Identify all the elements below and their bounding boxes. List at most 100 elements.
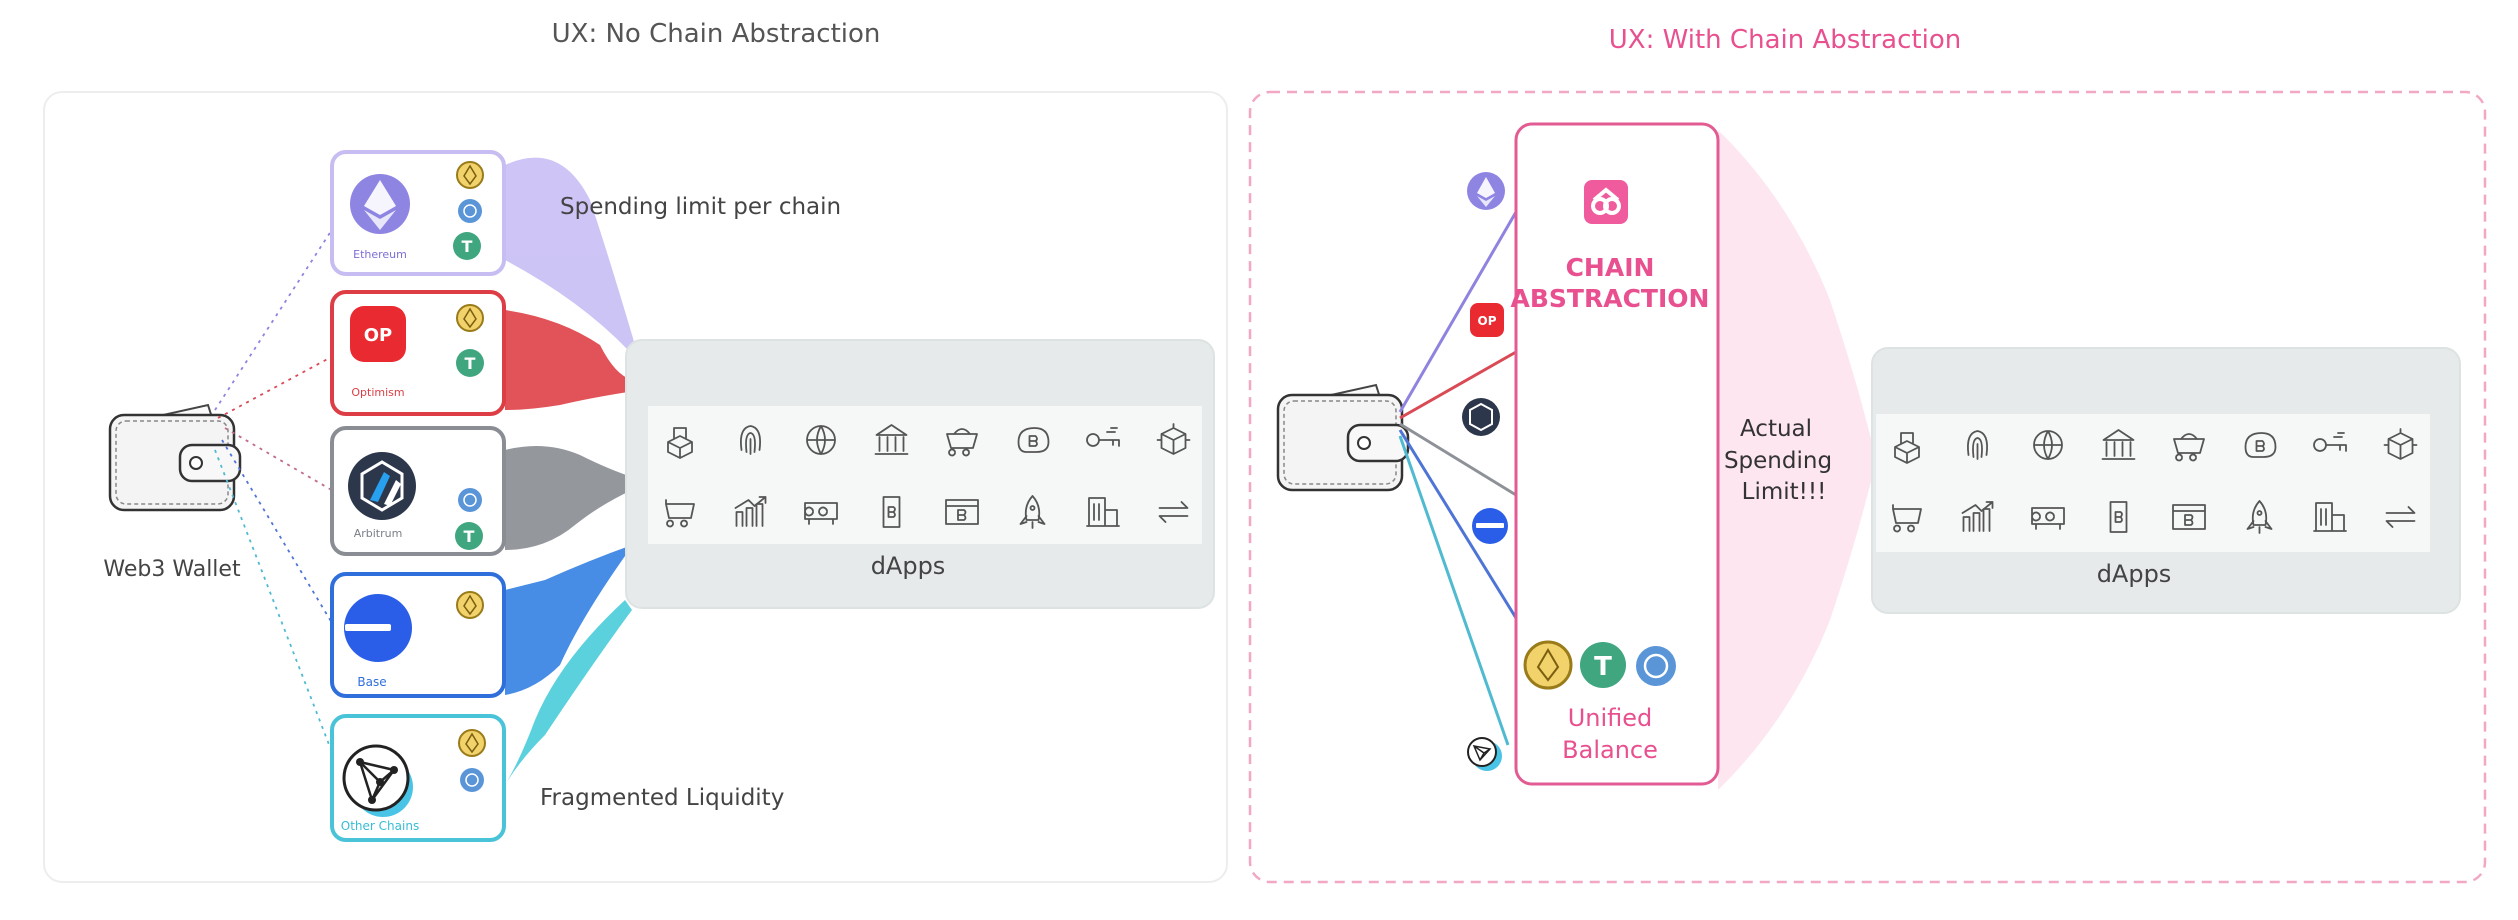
cube-icon[interactable] [1156,423,1191,455]
right-connector-base [1398,429,1518,619]
rocket-icon[interactable] [1019,495,1046,529]
fingerprint-icon[interactable] [740,425,761,455]
optimism-logo-icon [1470,303,1504,337]
gpu-icon[interactable] [804,502,838,525]
unified-balance-line1: Unified [1568,704,1653,732]
chain-name-arbitrum: Arbitrum [354,527,403,540]
chain-card-optimism: OP Optimism T [330,290,506,416]
bank-icon[interactable] [874,424,909,455]
usdc-token-icon [458,199,482,223]
chain-flows [505,157,635,785]
usdt-token-icon [456,349,484,377]
flow-ethereum [505,157,635,350]
chain-name-optimism: Optimism [351,386,404,399]
usdt-token-icon [453,232,481,260]
spending-limit-label: Spending limit per chain [560,194,841,220]
chain-abstraction-box [1514,122,1720,786]
left-panel: UX: No Chain Abstraction Web3 Wallet [43,19,1228,883]
globe-icon[interactable] [806,425,836,455]
cart-icon[interactable] [665,499,695,528]
phone-bitcoin-icon[interactable] [2109,501,2128,533]
connector-arbitrum [224,427,336,493]
chain-name-ethereum: Ethereum [353,248,407,261]
flow-arbitrum [505,446,635,550]
arbitrum-logo-icon [1462,398,1500,436]
mine-cart-icon[interactable] [2173,433,2205,462]
chain-card-ethereum: Ethereum T [330,150,506,276]
mine-cart-icon[interactable] [946,428,978,457]
actual-spending-line1: Actual [1740,416,1812,442]
blocks-icon[interactable] [667,427,693,459]
right-connector-ethereum [1398,211,1518,413]
chart-up-icon[interactable] [1961,501,1994,532]
left-heading: UX: No Chain Abstraction [552,19,881,49]
flow-optimism [505,310,632,410]
wallet-icon [108,403,242,512]
eth-gold-token-icon [456,591,484,619]
unified-flow [1718,130,1876,790]
dapps-icon-strip-right [1876,414,2430,552]
fragmented-liquidity-label: Fragmented Liquidity [540,785,784,811]
usdt-token-icon [455,522,483,550]
key-icon[interactable] [1086,427,1120,447]
actual-spending-line3: Limit!!! [1742,479,1827,505]
eth-gold-token-icon [458,729,486,757]
right-chain-logos: OP [1462,172,1508,771]
exchange-icon[interactable] [1158,501,1189,523]
eth-gold-token-icon [456,161,484,189]
dapps-grid-right [1892,428,2418,534]
svg-text:T: T [1594,652,1612,682]
chain-name-base: Base [357,675,386,689]
bank-icon[interactable] [2101,429,2136,460]
right-connector-optimism [1399,350,1517,420]
piggy-bank-icon[interactable] [2244,432,2277,458]
buildings-icon[interactable] [1086,497,1120,527]
cart-icon[interactable] [1892,504,1922,533]
dapps-icon-strip-left [648,406,1202,544]
svg-text:OP: OP [364,325,393,346]
dapps-grid-left [665,423,1191,529]
chart-up-icon[interactable] [734,496,767,527]
chain-abstraction-title-line1: CHAIN [1566,253,1655,282]
flow-other [505,600,632,785]
gpu-icon[interactable] [2031,507,2065,530]
eth-gold-token-icon [1523,640,1573,690]
usdc-token-icon [458,488,482,512]
unified-balance-line2: Balance [1562,736,1658,764]
buildings-icon[interactable] [2313,502,2347,532]
blocks-icon[interactable] [1894,432,1920,464]
chain-card-other: Other Chains [330,714,506,842]
chain-card-base: Base [330,572,506,698]
dapps-label-left: dApps [871,552,946,580]
right-panel-frame [1248,90,2487,884]
right-connector-arbitrum [1399,422,1517,497]
svg-text:T: T [465,354,476,373]
actual-spending-line2: Spending [1724,448,1832,474]
right-connectors [1398,211,1518,746]
usdc-token-icon [460,768,484,792]
right-connector-other [1398,435,1510,746]
svg-text:T: T [464,527,475,546]
eth-gold-token-icon [456,304,484,332]
chain-card-arbitrum: Arbitrum T [330,426,506,556]
dapps-label-right: dApps [2097,560,2172,588]
exchange-icon[interactable] [2385,506,2416,528]
chain-name-other: Other Chains [341,819,419,833]
fingerprint-icon[interactable] [1967,430,1988,460]
phone-bitcoin-icon[interactable] [882,496,901,528]
cube-icon[interactable] [2383,428,2418,460]
piggy-bank-icon[interactable] [1017,427,1050,453]
svg-text:T: T [462,237,473,256]
browser-bitcoin-icon[interactable] [945,499,979,525]
key-icon[interactable] [2313,432,2347,452]
globe-icon[interactable] [2033,430,2063,460]
connector-optimism [217,354,336,419]
usdc-token-icon [1636,646,1676,686]
right-heading: UX: With Chain Abstraction [1609,25,1961,55]
wallet-icon-right [1276,383,1410,492]
right-panel: UX: With Chain Abstraction OP [1248,25,2487,884]
wallet-chain-connectors [214,224,336,761]
optimism-logo-icon [350,306,406,362]
browser-bitcoin-icon[interactable] [2172,504,2206,530]
rocket-icon[interactable] [2246,500,2273,534]
